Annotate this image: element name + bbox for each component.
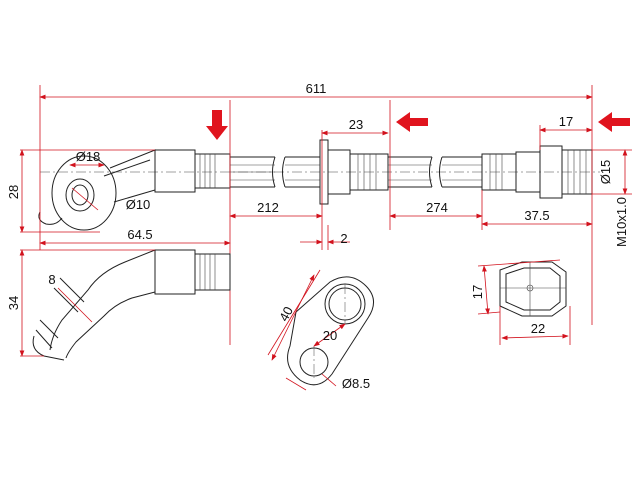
- dim-nut-width: 22: [531, 321, 545, 336]
- dim-total-length: 611: [306, 81, 327, 96]
- red-arrow-icon: [598, 112, 630, 132]
- dim-end-offset: 37.5: [524, 208, 549, 223]
- dim-left-section: 212: [257, 200, 279, 215]
- dim-eye-hole-diameter: Ø10: [126, 197, 151, 212]
- bracket-dimensions: 40 20 Ø8.5: [267, 269, 370, 391]
- dim-thread: M10x1.0: [614, 197, 629, 247]
- dim-end-diameter: Ø15: [598, 160, 613, 185]
- dim-bracket-hole-spacing: 20: [323, 328, 337, 343]
- dim-bracket-length: 23: [349, 117, 363, 132]
- bracket-fitting: [319, 139, 389, 205]
- dim-bend-tube: 8: [48, 272, 55, 287]
- dim-eye-offset: 64.5: [127, 227, 152, 242]
- hose-body-right: [388, 156, 482, 188]
- dim-bracket-thickness: 2: [340, 231, 347, 246]
- dim-bend-height: 34: [6, 296, 21, 310]
- dim-eye-height: 28: [6, 185, 21, 199]
- red-arrow-icon: [396, 112, 428, 132]
- nut-detail: [499, 261, 567, 317]
- nut-dimensions: 17 22: [470, 259, 571, 345]
- hose-top-view: [38, 139, 600, 231]
- side-dimensions: 34 8: [6, 249, 155, 357]
- hose-side-view: [32, 249, 231, 361]
- dim-bracket-hole-diameter: Ø8.5: [342, 376, 370, 391]
- left-ferrule: [154, 149, 231, 193]
- dim-right-section: 274: [426, 200, 448, 215]
- dim-nut-height: 17: [470, 285, 485, 299]
- top-dimensions: 611 23 17 Ø18 Ø10 28 64.5 212 2 274 37.5: [6, 81, 632, 345]
- dim-end-length: 17: [559, 114, 573, 129]
- hose-body-left: [230, 156, 320, 188]
- dim-bracket-height: 40: [276, 304, 296, 324]
- dim-fitting-diameter: Ø18: [76, 149, 101, 164]
- red-arrow-icon: [206, 110, 228, 140]
- arrow-markers: [206, 110, 630, 140]
